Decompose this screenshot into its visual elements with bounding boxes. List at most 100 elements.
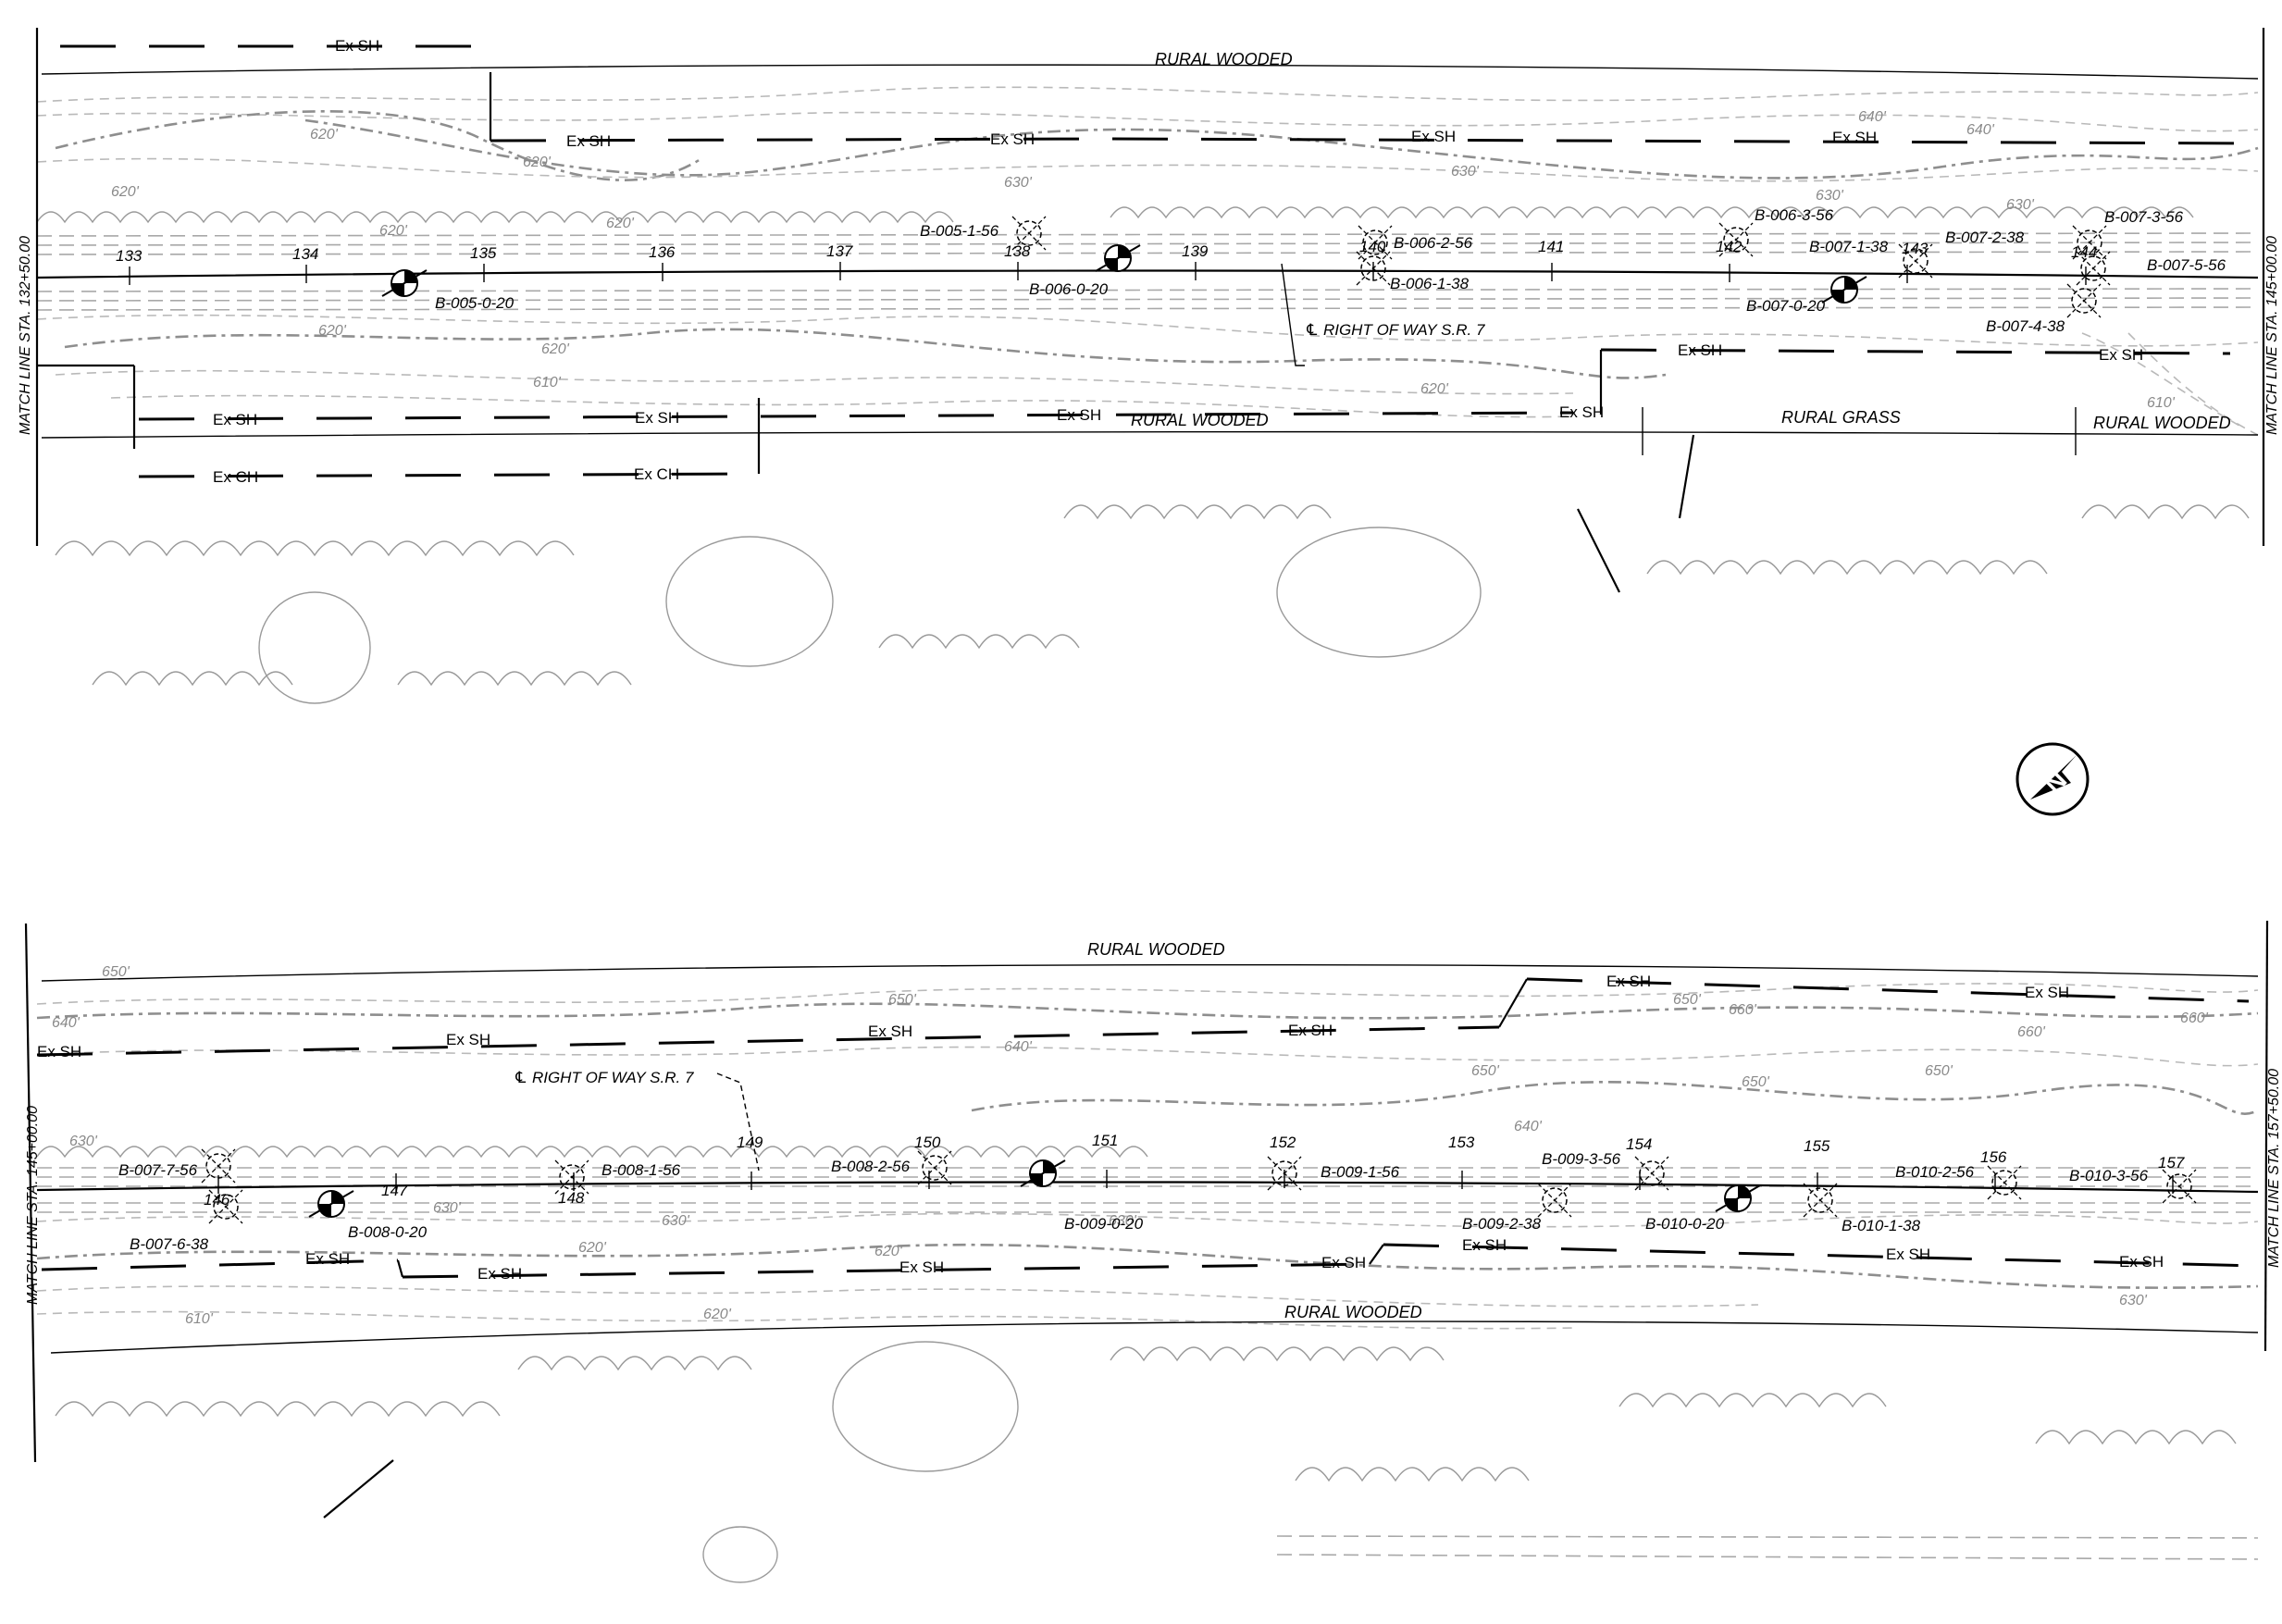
bottom-landuse-line-top [41, 963, 2259, 982]
top-borings-main: B-005-0-20 B-006-0-20 B-007-0-20 [381, 244, 1867, 315]
contour-label: 620' [541, 341, 570, 357]
boring-aux-symbol [2076, 251, 2111, 286]
boring-aux-symbol [917, 1150, 952, 1185]
ex-label: Ex SH [1057, 406, 1101, 424]
contour-label: 630' [433, 1200, 462, 1216]
boring-label: B-010-1-38 [1842, 1217, 1921, 1234]
ex-label: Ex SH [1559, 403, 1604, 421]
ex-label: Ex SH [899, 1258, 944, 1276]
ex-label: Ex SH [990, 130, 1035, 148]
contour-label: 620' [318, 323, 347, 339]
bottom-landuse-label-bottom: RURAL WOODED [1284, 1303, 1422, 1321]
bottom-centerline-leader [716, 1072, 760, 1172]
boring-aux-symbol [1634, 1156, 1669, 1191]
boring-main-symbol [381, 269, 428, 297]
ex-label: Ex SH [1462, 1236, 1507, 1254]
boring-label: B-007-4-38 [1986, 317, 2065, 335]
contour-label: 620' [523, 155, 552, 170]
boring-aux-symbol [1803, 1183, 1838, 1218]
ex-label: Ex SH [305, 1250, 350, 1268]
ex-label: Ex SH [2099, 346, 2143, 364]
boring-label: B-009-2-38 [1462, 1215, 1542, 1233]
ex-label: Ex SH [1606, 973, 1651, 990]
top-tree-canopy [36, 206, 2250, 704]
boring-aux-symbol [1718, 222, 1754, 257]
station-label: 149 [737, 1134, 763, 1151]
bottom-tree-canopy [36, 1146, 2237, 1583]
north-arrow-icon: N [2015, 742, 2090, 816]
top-landuse-line-top [41, 64, 2259, 80]
top-contours [36, 86, 2259, 436]
boring-label: B-008-2-56 [831, 1158, 911, 1175]
contour-label: 650' [1471, 1063, 1500, 1079]
station-label: 153 [1448, 1134, 1475, 1151]
station-label: 134 [292, 245, 318, 263]
ex-label: Ex SH [566, 132, 611, 150]
ex-label: Ex SH [37, 1043, 81, 1060]
station-label: 152 [1270, 1134, 1296, 1151]
bottom-borings-main: B-008-0-20 B-009-0-20 B-010-0-20 [308, 1159, 1761, 1241]
station-label: 144 [2071, 243, 2097, 261]
boring-aux-symbol [1267, 1156, 1302, 1191]
boring-aux-symbol [1011, 216, 1047, 251]
boring-main-symbol [308, 1190, 354, 1218]
top-landuse-label-bottom-2: RURAL GRASS [1781, 408, 1901, 427]
contour-label: 620' [606, 216, 635, 231]
contour-label: 630' [1109, 1213, 1137, 1229]
bottom-match-label-left: MATCH LINE STA. 145+00.00 [25, 1106, 41, 1305]
top-contour-labels: 620' 620' 620' 620' 620' 630' 630' 630' … [111, 109, 2176, 411]
top-panel: 133 134 135 136 137 138 139 140 141 142 … [18, 28, 2280, 704]
contour-label: 620' [1420, 381, 1449, 397]
bottom-borings-aux: B-007-7-56 B-007-6-38 B-008-1-56 B-008-2… [118, 1148, 2197, 1253]
boring-label: B-005-1-56 [920, 222, 999, 240]
contour-label: 650' [1742, 1074, 1770, 1090]
ex-label: Ex SH [2025, 984, 2069, 1001]
ex-label: Ex SH [1288, 1022, 1333, 1039]
boring-label: B-007-5-56 [2147, 256, 2226, 274]
contour-label: 630' [1451, 164, 1480, 180]
boring-aux-symbol [1987, 1165, 2022, 1200]
top-road-edges [36, 232, 2259, 311]
boring-label: B-007-2-38 [1945, 229, 2025, 246]
boring-aux-symbol [554, 1159, 589, 1195]
top-centerline [36, 269, 2259, 279]
bottom-panel: 146 147 148 149 150 151 152 153 154 155 … [24, 920, 2282, 1583]
top-match-label-left: MATCH LINE STA. 132+50.00 [18, 236, 33, 435]
bottom-existing-lines [36, 977, 2259, 1519]
top-existing-lines [37, 44, 2259, 593]
boring-label: B-009-3-56 [1542, 1150, 1621, 1168]
ex-label: Ex SH [635, 409, 679, 427]
bottom-contours [36, 983, 2259, 1330]
station-label: 148 [558, 1189, 585, 1207]
contour-label: 610' [533, 375, 562, 391]
top-borings-aux: B-005-1-56 B-006-2-56 B-006-1-38 B-006-3… [920, 206, 2226, 335]
contour-label: 630' [69, 1134, 98, 1149]
contour-label: 660' [2017, 1024, 2046, 1040]
boring-label: B-009-0-20 [1064, 1215, 1144, 1233]
contour-label: 660' [1729, 1002, 1757, 1018]
station-label: 135 [470, 244, 497, 262]
boring-label: B-007-3-56 [2104, 208, 2184, 226]
ex-label: Ex SH [1886, 1246, 1930, 1263]
bottom-centerline-label: ℄ RIGHT OF WAY S.R. 7 [514, 1069, 694, 1086]
bottom-match-line-right [2263, 920, 2269, 1352]
contour-label: 650' [1673, 992, 1702, 1008]
bottom-landuse-label-top: RURAL WOODED [1087, 940, 1225, 959]
bottom-ex-labels: Ex SH Ex SH Ex SH Ex SH Ex SH Ex SH Ex S… [37, 973, 2164, 1283]
station-label: 133 [116, 247, 143, 265]
top-centerline-leader [1281, 263, 1305, 366]
boring-label: B-006-3-56 [1755, 206, 1834, 224]
contour-label: 650' [1925, 1063, 1953, 1079]
contour-label: 640' [1004, 1039, 1033, 1055]
station-label: 150 [914, 1134, 941, 1151]
contour-label: 610' [2147, 395, 2176, 411]
contour-label: 610' [185, 1311, 214, 1327]
top-landuse-label-bottom-1: RURAL WOODED [1131, 411, 1269, 429]
top-match-label-right: MATCH LINE STA. 145+00.00 [2264, 236, 2280, 435]
boring-label: B-010-0-20 [1645, 1215, 1725, 1233]
boring-aux-symbol [1356, 251, 1391, 286]
station-label: 138 [1004, 242, 1031, 260]
boring-aux-symbol [201, 1148, 236, 1184]
boring-aux-symbol [2066, 283, 2102, 318]
